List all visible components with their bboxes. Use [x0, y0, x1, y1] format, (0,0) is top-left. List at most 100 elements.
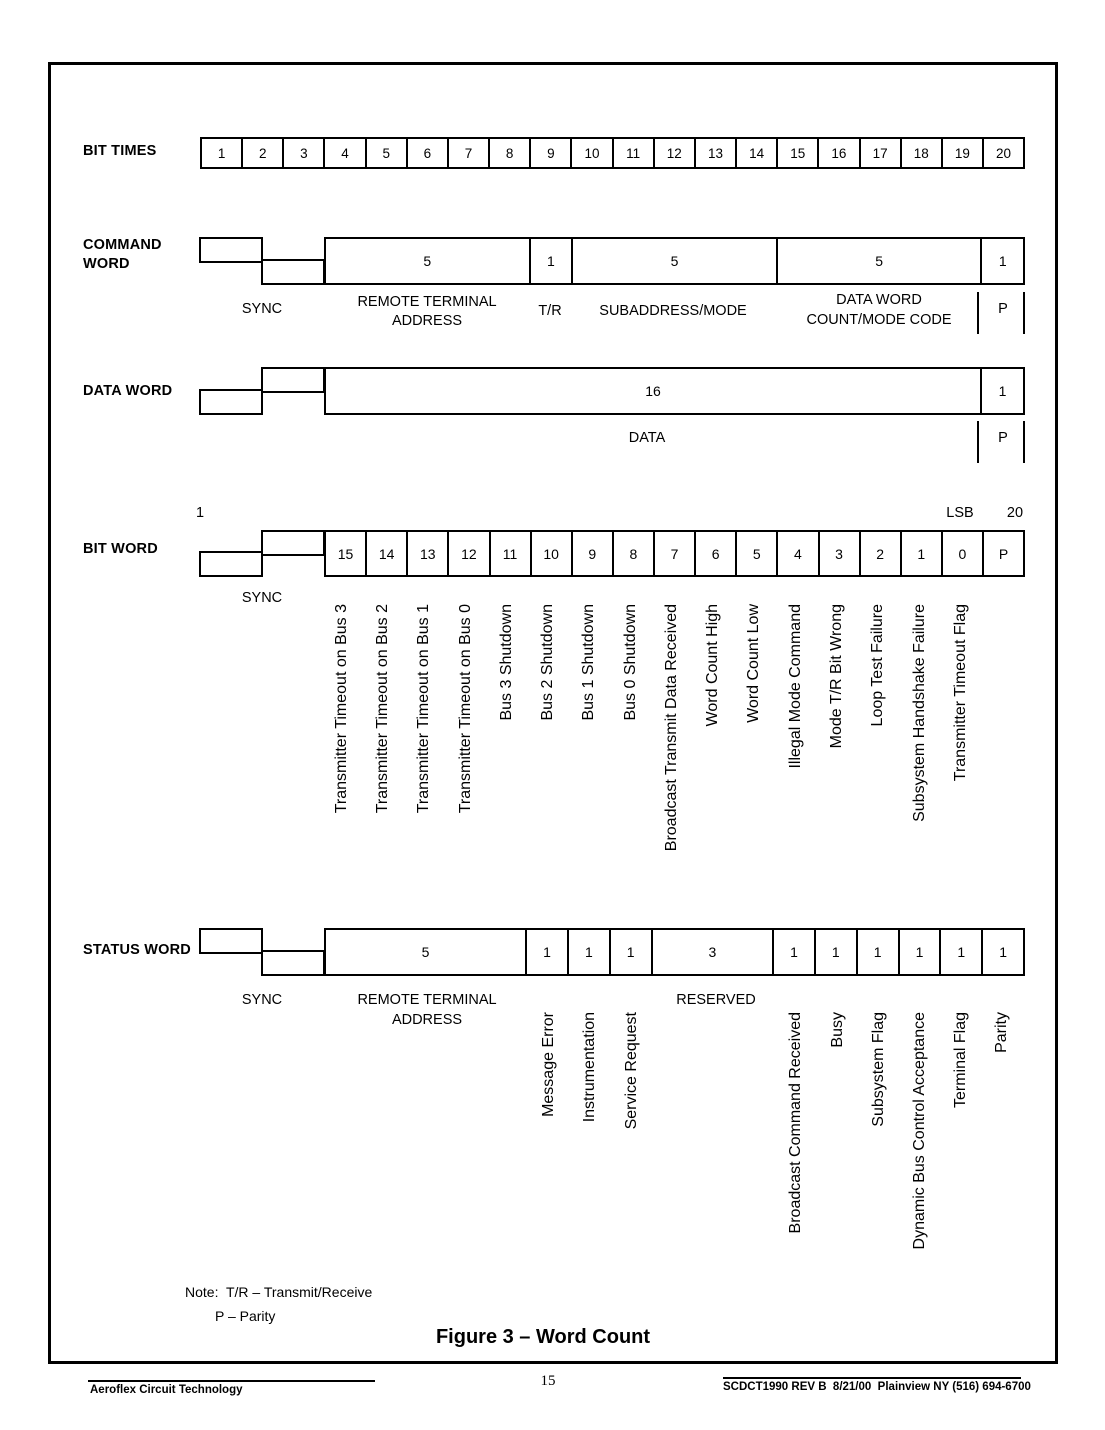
- bit-cell-6: 6: [694, 532, 735, 575]
- bit-cell-2: 2: [858, 532, 900, 575]
- bit-label-6: Word Count High: [704, 604, 721, 727]
- status-field-reserved: 3: [650, 930, 772, 974]
- command-sync-caption: SYNC: [241, 301, 283, 317]
- data-parity-tick-left: [977, 421, 979, 463]
- bit-label-0: Transmitter Timeout Flag: [952, 604, 969, 782]
- command-sync-low-pulse: [261, 259, 325, 285]
- bit-time-cell: 7: [446, 139, 488, 167]
- status-label-subsystem-flag: Subsystem Flag: [870, 1012, 887, 1127]
- status-rta-caption-line1: REMOTE TERMINAL: [357, 992, 497, 1008]
- bit-sync-caption: SYNC: [241, 590, 283, 606]
- bit-cell-4: 4: [776, 532, 817, 575]
- bit-cell-parity: P: [982, 532, 1023, 575]
- bit-label-7: Broadcast Transmit Data Received: [663, 604, 680, 852]
- bit-label-10: Bus 2 Shutdown: [539, 604, 556, 721]
- command-word-row: 5 1 5 5 1: [324, 237, 1025, 285]
- bit-cell-1: 1: [899, 532, 941, 575]
- footer-doc-id: SCDCT1990 REV B 8/21/00 Plainview NY (51…: [723, 1381, 1031, 1393]
- command-field-remote-terminal-address: 5: [423, 253, 432, 269]
- bit-label-5: Word Count Low: [745, 604, 762, 723]
- bit-cell-12: 12: [447, 532, 488, 575]
- data-sync-high-pulse: [261, 367, 325, 393]
- bit-time-cell: 13: [693, 139, 735, 167]
- data-word-row: 16 1: [324, 367, 1025, 415]
- status-label-parity: Parity: [993, 1012, 1010, 1053]
- bit-label-3: Mode T/R Bit Wrong: [828, 604, 845, 749]
- bit-times-label: BIT TIMES: [83, 143, 157, 159]
- command-rta-caption-line2: ADDRESS: [391, 313, 463, 329]
- command-field-tr: 1: [528, 239, 572, 283]
- command-field-subaddress-mode: 5: [571, 239, 776, 283]
- bit-label-15: Transmitter Timeout on Bus 3: [333, 604, 350, 814]
- bit-label-8: Bus 0 Shutdown: [622, 604, 639, 721]
- bit-time-cell: 4: [323, 139, 364, 167]
- footer-company: Aeroflex Circuit Technology: [90, 1384, 243, 1396]
- bit-word-label: BIT WORD: [83, 541, 158, 557]
- bit-time-cell: 15: [776, 139, 817, 167]
- bit-cell-3: 3: [817, 532, 859, 575]
- bit-word-marker-1: 1: [195, 505, 205, 521]
- page-number: 15: [540, 1373, 556, 1389]
- bit-cell-8: 8: [611, 532, 653, 575]
- bit-cell-10: 10: [529, 532, 571, 575]
- data-sync-low-pulse: [199, 389, 263, 415]
- status-field-dynamic-bus-control: 1: [897, 930, 940, 974]
- data-field-parity: 1: [980, 369, 1023, 413]
- status-sync-low-pulse: [261, 950, 325, 976]
- figure-caption: Figure 3 – Word Count: [435, 1326, 651, 1348]
- data-word-label: DATA WORD: [83, 383, 173, 399]
- status-label-broadcast-command-received: Broadcast Command Received: [787, 1012, 804, 1234]
- status-word-label: STATUS WORD: [83, 942, 191, 958]
- bit-time-cell: 12: [652, 139, 694, 167]
- bit-time-cell: 11: [611, 139, 653, 167]
- status-field-broadcast-command-received: 1: [772, 930, 814, 974]
- status-field-terminal-flag: 1: [939, 930, 981, 974]
- data-parity-tick-right: [1023, 421, 1025, 463]
- status-label-instrumentation: Instrumentation: [581, 1012, 598, 1123]
- data-field-data: 16: [645, 383, 661, 399]
- bit-label-14: Transmitter Timeout on Bus 2: [374, 604, 391, 814]
- bit-time-cell: 17: [858, 139, 900, 167]
- command-rta-caption-line1: REMOTE TERMINAL: [357, 294, 497, 310]
- bit-label-2: Loop Test Failure: [869, 604, 886, 727]
- command-word-label-line2: WORD: [83, 256, 130, 272]
- data-parity-caption: P: [998, 430, 1008, 446]
- status-label-busy: Busy: [829, 1012, 846, 1048]
- bit-cell-7: 7: [653, 532, 694, 575]
- note-line2: P – Parity: [215, 1308, 276, 1324]
- status-reserved-caption: RESERVED: [676, 992, 756, 1008]
- bit-label-13: Transmitter Timeout on Bus 1: [415, 604, 432, 814]
- bit-cell-14: 14: [365, 532, 406, 575]
- bit-cell-9: 9: [570, 532, 612, 575]
- status-sync-caption: SYNC: [241, 992, 283, 1008]
- command-field-parity: 1: [980, 239, 1023, 283]
- bit-sync-high-pulse: [261, 530, 325, 556]
- command-parity-caption: P: [998, 301, 1008, 317]
- bit-time-cell: 10: [570, 139, 611, 167]
- status-label-service-request: Service Request: [623, 1012, 640, 1130]
- bit-time-cell: 20: [981, 139, 1023, 167]
- data-caption: DATA: [628, 430, 666, 446]
- status-field-busy: 1: [813, 930, 856, 974]
- bit-time-cell: 3: [282, 139, 323, 167]
- bit-time-cell: 1: [217, 145, 226, 161]
- command-dwc-caption-line1: DATA WORD: [836, 292, 922, 308]
- bit-word-row: 15 14 13 12 11 10 9 8 7 6 5 4 3 2 1 0 P: [324, 530, 1025, 577]
- bit-time-cell: 6: [405, 139, 447, 167]
- bit-label-1: Subsystem Handshake Failure: [911, 604, 928, 822]
- bit-word-marker-lsb: LSB: [946, 505, 974, 521]
- bit-sync-low-pulse: [199, 551, 263, 577]
- status-label-terminal-flag: Terminal Flag: [952, 1012, 969, 1109]
- bit-word-marker-20: 20: [1006, 505, 1024, 521]
- status-word-row: 5 1 1 1 3 1 1 1 1 1 1: [324, 928, 1025, 976]
- command-parity-tick-left: [977, 292, 979, 334]
- bit-cell-11: 11: [488, 532, 530, 575]
- bit-time-cell: 9: [529, 139, 570, 167]
- status-field-parity: 1: [981, 930, 1023, 974]
- status-field-subsystem-flag: 1: [855, 930, 898, 974]
- status-label-dynamic-bus-control: Dynamic Bus Control Acceptance: [911, 1012, 928, 1250]
- command-subaddress-caption: SUBADDRESS/MODE: [599, 303, 747, 319]
- command-tr-caption: T/R: [538, 303, 562, 319]
- bit-time-cell: 18: [899, 139, 941, 167]
